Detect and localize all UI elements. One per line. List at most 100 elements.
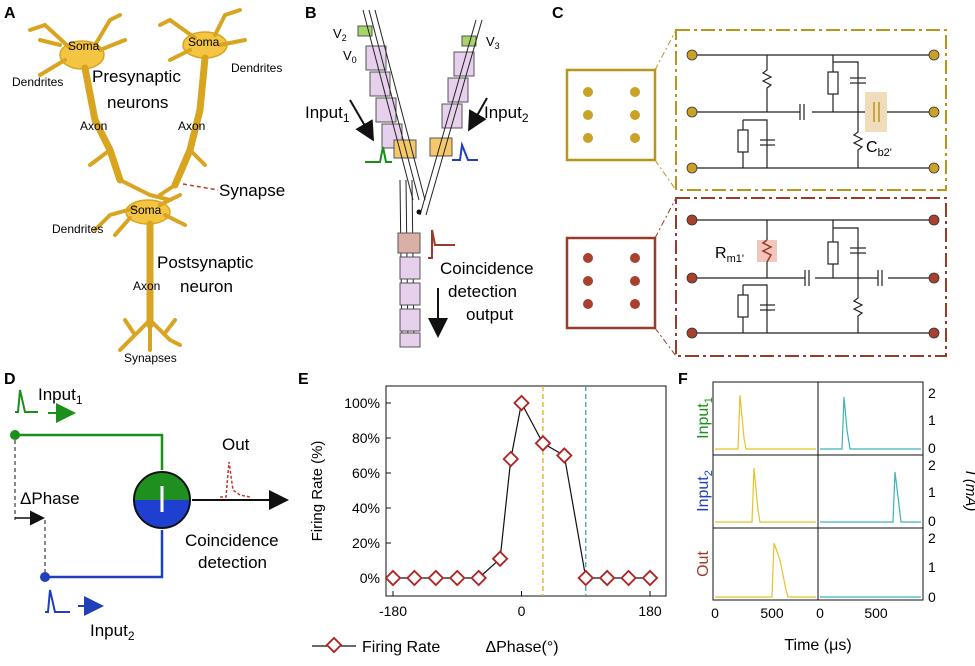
input1-node (10, 430, 20, 440)
right-chain (419, 19, 483, 216)
y-tick-label: 0% (360, 570, 380, 586)
brown-circuit-terminals (686, 214, 940, 339)
f-ytick: 1 (928, 412, 936, 428)
legend-marker (325, 636, 343, 654)
legend-label: Firing Rate (362, 639, 440, 656)
brown-zoom-line-top (654, 197, 677, 239)
f-ytick: 0 (928, 440, 936, 456)
input2-label: Input2 (484, 103, 529, 125)
postsynaptic-label-2: neuron (180, 277, 233, 296)
panel-letter-c: C (552, 5, 564, 22)
chart-e-frame (385, 385, 667, 597)
chart-f-xlabel: Time (μs) (784, 637, 851, 654)
synapse-label: Synapse (219, 181, 285, 200)
synapses-label: Synapses (124, 351, 177, 365)
panel-letter-a: A (4, 5, 16, 22)
data-point (598, 569, 616, 587)
f-ytick: 2 (928, 457, 936, 473)
synapse-pointer (182, 183, 219, 191)
f-ytick: 1 (928, 484, 936, 500)
y-tick-label: 60% (352, 465, 380, 481)
gold-chip (565, 68, 657, 162)
row-label-input2: Input2 (695, 470, 715, 512)
y-tick-label: 80% (352, 430, 380, 446)
neuron-bottom-half (134, 500, 190, 528)
neuron-outline (133, 471, 191, 529)
input1-pulse-d (15, 389, 38, 413)
panel-f: F 2 1 0 2 1 0 2 1 0 0 500 0 (678, 371, 975, 654)
soma-post-label: Soma (130, 203, 162, 217)
chart-e-ylabel: Firing Rate (%) (309, 441, 326, 542)
data-point (448, 569, 466, 587)
f-ytick: 2 (928, 385, 936, 401)
input2-wire (45, 530, 164, 579)
dphase-label: ΔPhase (20, 489, 80, 508)
trace-input2-right (820, 471, 921, 523)
axon-left-label: Axon (80, 119, 107, 133)
out-pulse-d (220, 461, 251, 498)
panel-d: D Input1 ΔPhase Input2 Out Coincidence d… (4, 371, 289, 643)
chart-f-xticks: 0 500 0 500 (711, 605, 888, 621)
chart-e-xlabel: ΔPhase(°) (485, 639, 558, 656)
f-ytick: 0 (928, 513, 936, 529)
f-xtick: 500 (864, 605, 888, 621)
v2-label: V2 (333, 26, 347, 43)
dendrites-post-label: Dendrites (52, 222, 103, 236)
gold-circuit-terminals (686, 49, 940, 174)
panel-c: C (552, 5, 947, 357)
trace-input1-left (715, 394, 816, 450)
f-ytick: 2 (928, 530, 936, 546)
cb2-label: Cb2' (866, 139, 892, 159)
soma-right-label: Soma (188, 35, 220, 49)
input2-pulse-d (45, 589, 70, 613)
chart-f-ylabel: I (mA) (962, 471, 975, 512)
x-tick-label: 180 (638, 603, 662, 619)
v0-label: V0 (343, 48, 357, 65)
panel-b: B (305, 5, 534, 348)
rm1-label: Rm1' (715, 245, 744, 265)
brown-circuit-frame (675, 197, 947, 357)
input1-arrow (349, 99, 375, 142)
f-xtick: 0 (816, 605, 824, 621)
data-point (427, 569, 445, 587)
output-label-3: output (466, 305, 514, 324)
axon-post-label: Axon (133, 279, 160, 293)
rm1-highlight (757, 240, 777, 262)
data-point (641, 569, 659, 587)
presynaptic-label-2: neurons (107, 93, 168, 112)
dendrites-right-label: Dendrites (231, 61, 282, 75)
f-xtick: 0 (711, 605, 719, 621)
data-point (502, 450, 520, 468)
axon-right-label: Axon (178, 119, 205, 133)
output-label-2: detection (448, 282, 517, 301)
data-point (491, 550, 509, 568)
panel-letter-e: E (298, 371, 309, 388)
row-label-input1: Input1 (695, 397, 715, 439)
brown-zoom-line-bottom (654, 327, 677, 357)
dendrites-left-label: Dendrites (12, 75, 63, 89)
data-point (534, 434, 552, 452)
data-point (513, 394, 530, 412)
x-tick-label: -180 (379, 603, 407, 619)
gold-circuit (695, 54, 930, 169)
v3-label: V3 (486, 34, 500, 51)
panel-letter-b: B (305, 5, 317, 22)
data-point (577, 569, 595, 587)
input2-pulse (452, 141, 478, 161)
input1-label-d: Input1 (38, 385, 83, 407)
gold-zoom-line-top (654, 29, 677, 71)
cb2-highlight (865, 92, 887, 132)
input1-label: Input1 (305, 103, 350, 125)
brown-chip-pads (583, 253, 640, 309)
rm1-resistor (761, 239, 773, 263)
chart-e-y-axis: 0%20%40%60%80%100% (344, 395, 391, 586)
y-tick-label: 40% (352, 500, 380, 516)
input2-node (40, 572, 50, 582)
chart-f-traces (715, 394, 921, 598)
input2-arrow (468, 97, 488, 132)
gold-circuit-frame (675, 29, 947, 191)
v2-block (357, 25, 373, 37)
gold-zoom-line-bottom (654, 159, 677, 191)
